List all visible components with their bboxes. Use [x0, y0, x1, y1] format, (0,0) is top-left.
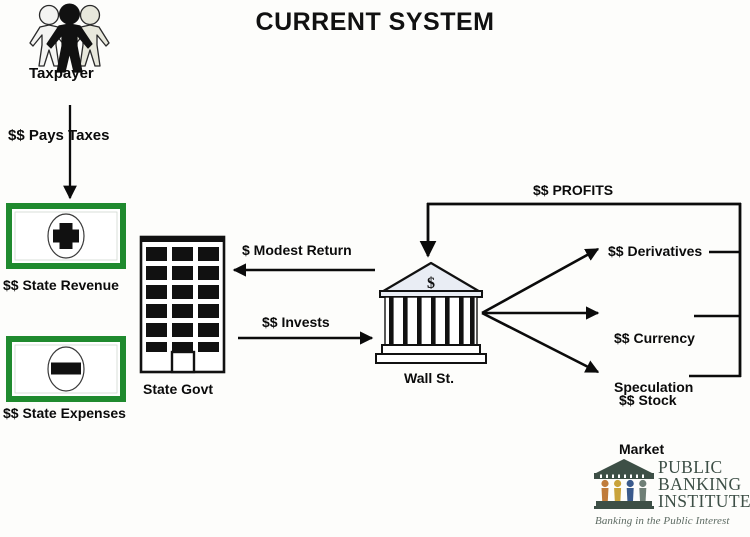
arrow-to-derivatives — [481, 247, 600, 315]
pbi-temple-icon — [594, 459, 654, 509]
stock-market-line-2: Market — [619, 441, 665, 458]
stock-market-line-1: $$ Stock — [619, 392, 677, 409]
profits-edge-label: $$ PROFITS — [533, 182, 614, 198]
invests-edge-label: $$ Invests — [262, 314, 330, 330]
stock-market-label: $$ Stock Market — [619, 360, 677, 490]
pbi-wordmark-line-3: INSTITUTE — [658, 490, 750, 511]
pbi-figure-orange — [601, 479, 609, 501]
state-revenue-bill — [6, 203, 126, 269]
pbi-wordmark-line-1: PUBLIC — [658, 457, 723, 477]
wall-street-building-icon: $ — [375, 261, 487, 364]
currency-speculation-line-2: Speculation — [614, 379, 694, 396]
profits-return-path — [419, 202, 742, 378]
pbi-wordmark-line-2: BANKING — [658, 473, 742, 494]
taxpayer-label: Taxpayer — [29, 65, 94, 82]
state-expenses-bill — [6, 336, 126, 402]
pbi-tagline: Banking in the Public Interest — [595, 515, 730, 527]
state-govt-label: State Govt — [143, 381, 214, 397]
modest-return-edge-label: $ Modest Return — [242, 242, 352, 258]
page-title: CURRENT SYSTEM — [255, 8, 495, 36]
derivatives-label: $$ Derivatives — [608, 243, 703, 259]
taxpayer-icon — [29, 3, 110, 73]
currency-speculation-line-1: $$ Currency — [614, 330, 695, 347]
wall-street-label: Wall St. — [404, 370, 455, 386]
public-banking-institute-logo: PUBLIC BANKING INSTITUTE Banking in the … — [592, 456, 750, 532]
pbi-figure-gray — [639, 479, 647, 501]
state-govt-building-icon — [139, 235, 226, 374]
currency-speculation-label: $$ Currency Speculation — [614, 298, 695, 428]
pbi-wordmark: PUBLIC BANKING INSTITUTE — [658, 457, 750, 511]
arrow-to-stock-market — [481, 311, 600, 374]
state-expenses-label: $$ State Expenses — [3, 405, 126, 421]
pbi-figure-gold — [614, 479, 622, 501]
pays-taxes-edge-label: $$ Pays Taxes — [8, 127, 110, 144]
pbi-figure-blue — [626, 479, 634, 501]
state-revenue-label: $$ State Revenue — [3, 277, 119, 293]
svg-text:$: $ — [427, 275, 435, 292]
